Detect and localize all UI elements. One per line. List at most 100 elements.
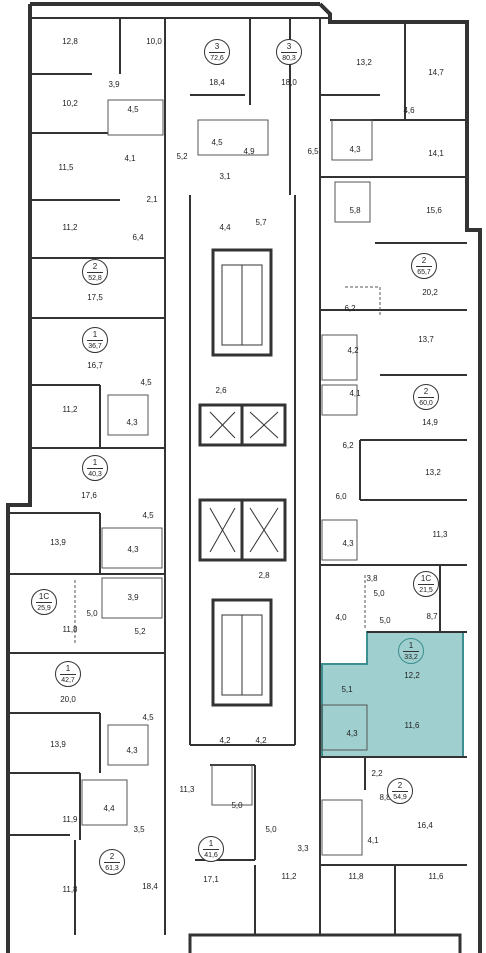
badge-divider [87, 272, 103, 273]
apartment-room-count: 2 [423, 387, 429, 396]
room-area-label: 6,5 [307, 147, 319, 156]
apartment-total-area: 33,2 [404, 654, 418, 661]
apartment-room-count: 1 [92, 330, 98, 339]
room-area-label: 14,9 [422, 418, 438, 427]
room-area-label: 6,0 [335, 492, 347, 501]
room-area-label: 14,1 [428, 149, 444, 158]
room-area-label: 3,9 [108, 80, 120, 89]
room-area-label: 11,3 [432, 530, 448, 539]
badge-divider [104, 862, 120, 863]
room-area-label: 6,2 [342, 441, 354, 450]
room-area-label: 15,6 [426, 206, 442, 215]
room-area-label: 11,8 [62, 625, 78, 634]
room-area-label: 5,0 [379, 616, 391, 625]
apartment-room-count: 1 [65, 664, 71, 673]
room-area-label: 3,3 [297, 844, 309, 853]
room-area-label: 11,6 [428, 872, 444, 881]
elevator-shafts-lower [198, 498, 287, 562]
room-area-label: 11,6 [404, 721, 420, 730]
room-area-label: 5,0 [86, 609, 98, 618]
room-area-label: 5,0 [265, 825, 277, 834]
room-area-label: 3,8 [366, 574, 378, 583]
bathroom-blocks [81, 99, 373, 856]
room-area-label: 17,1 [203, 875, 219, 884]
room-area-label: 4,5 [127, 105, 139, 114]
room-area-label: 8,8 [379, 793, 391, 802]
room-area-label: 13,9 [50, 740, 66, 749]
room-area-label: 4,5 [142, 713, 154, 722]
room-area-label: 4,1 [367, 836, 379, 845]
room-area-label: 10,2 [62, 99, 78, 108]
badge-divider [60, 674, 76, 675]
room-area-label: 3,1 [219, 172, 231, 181]
room-area-label: 5,7 [255, 218, 267, 227]
room-area-label: 4,3 [126, 746, 138, 755]
elevator-shafts-upper [198, 403, 287, 447]
room-area-label: 4,5 [142, 511, 154, 520]
room-area-label: 20,0 [60, 695, 76, 704]
apartment-total-area: 42,7 [61, 677, 75, 684]
apartment-room-count: 1 [208, 839, 214, 848]
room-area-label: 5,8 [349, 206, 361, 215]
apartment-total-area: 40,3 [88, 471, 102, 478]
exterior-walls [6, 2, 482, 953]
room-area-label: 11,5 [58, 163, 74, 172]
room-area-label: 4,5 [140, 378, 152, 387]
stair-core-lower [211, 598, 273, 707]
room-area-label: 4,2 [347, 346, 359, 355]
badge-divider [36, 602, 52, 603]
apartment-room-count: 2 [421, 256, 427, 265]
room-area-label: 18,4 [142, 882, 158, 891]
apartment-total-area: 25,9 [37, 605, 51, 612]
apartment-room-count: 3 [286, 42, 292, 51]
room-area-label: 4,4 [103, 804, 115, 813]
apartment-room-count: 2 [92, 262, 98, 271]
badge-divider [403, 651, 419, 652]
room-area-label: 14,7 [428, 68, 444, 77]
apartment-total-area: 54,9 [393, 794, 407, 801]
badge-divider [281, 52, 297, 53]
room-area-label: 18,4 [209, 78, 225, 87]
room-area-label: 2,1 [146, 195, 158, 204]
room-area-label: 4,3 [126, 418, 138, 427]
stair-core-upper [211, 248, 273, 357]
apartment-total-area: 41,6 [204, 852, 218, 859]
room-area-label: 4,6 [403, 106, 415, 115]
room-area-label: 4,5 [211, 138, 223, 147]
badge-divider [87, 468, 103, 469]
room-area-label: 4,2 [255, 736, 267, 745]
room-area-label: 2,6 [215, 386, 227, 395]
interior-walls [8, 18, 467, 935]
room-area-label: 6,2 [344, 304, 356, 313]
room-area-label: 13,2 [425, 468, 441, 477]
room-area-label: 4,4 [219, 223, 231, 232]
room-area-label: 16,4 [417, 821, 433, 830]
room-area-label: 11,8 [348, 872, 364, 881]
apartment-total-area: 72,6 [210, 55, 224, 62]
room-area-label: 2,2 [371, 769, 383, 778]
highlighted-apartment-fill[interactable] [321, 631, 464, 758]
room-area-label: 20,2 [422, 288, 438, 297]
room-area-label: 4,1 [349, 389, 361, 398]
room-area-label: 5,0 [373, 589, 385, 598]
room-area-label: 3,9 [127, 593, 139, 602]
room-area-label: 4,9 [243, 147, 255, 156]
room-area-label: 13,9 [50, 538, 66, 547]
apartment-room-count: 1 [408, 641, 414, 650]
room-area-label: 11,2 [62, 405, 78, 414]
